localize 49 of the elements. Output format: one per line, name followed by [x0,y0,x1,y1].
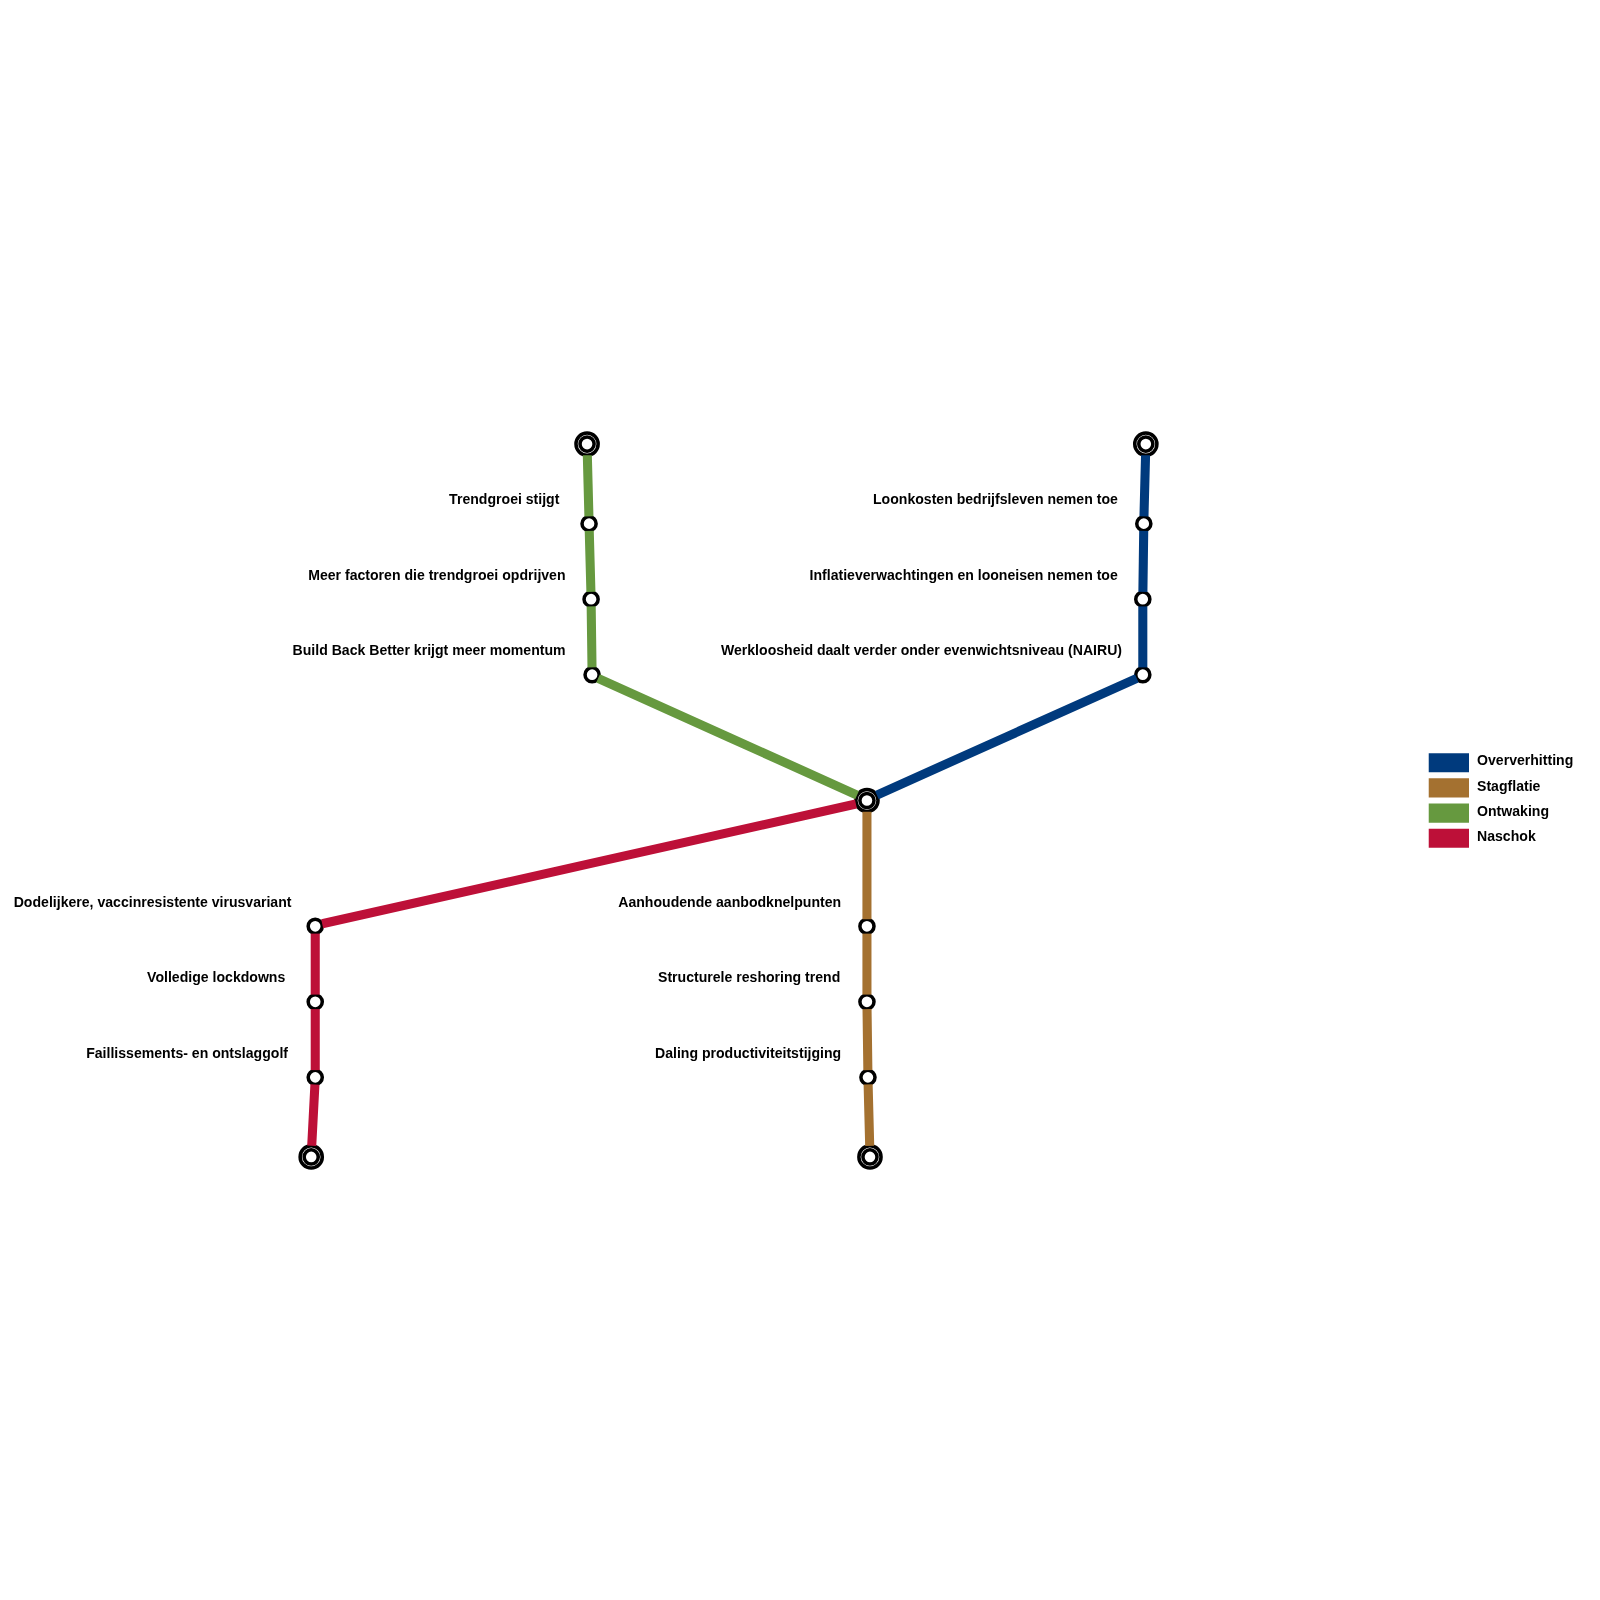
node-label: Inflatieverwachtingen en looneisen nemen toe [809,566,1118,583]
legend-label: Naschok [1476,827,1536,844]
node-circle [858,1068,877,1086]
node-label: Structurele reshoring trend [657,968,840,985]
node-label: Aanhoudende aanbodknelpunten [617,893,841,910]
connector [861,811,871,919]
node-label: Dodelijkere, vaccinresistente virusvariant [13,893,291,910]
legend-label: Stagflatie [1476,777,1540,794]
node-circle [305,917,324,935]
node-label: Werkloosheid daalt verder onder evenwichtsniveau (NAIRU) [720,641,1122,658]
node-circle [581,589,600,608]
node-doublecircle [573,430,600,457]
connector [1137,605,1147,667]
node-circle [857,992,876,1011]
connector [1138,454,1150,516]
node-label: Daling productiviteitstijging [654,1044,841,1061]
legend-label: Ontwaking [1476,802,1549,819]
node-label: Trendgroei stijgt [448,490,559,507]
node-doublecircle [297,1143,324,1170]
connector [874,673,1139,799]
node-circle [1133,589,1152,608]
node-doublecircle [853,787,880,813]
node-circle [1133,665,1152,683]
connector [595,673,859,799]
node-label: Build Back Better krijgt meer momentum [292,641,566,658]
connector [586,605,597,667]
node-circle [305,1068,324,1086]
connector [310,933,320,995]
node-circle [1134,514,1153,532]
node-circle [582,665,601,683]
node-label: Meer factoren die trendgroei opdrijven [307,566,566,583]
node-label: Volledige lockdowns [146,968,285,985]
node-label: Faillissements- en ontslaggolf [85,1044,288,1061]
legend-label: Oververhitting [1476,751,1573,768]
connector [862,1008,872,1070]
connector [306,1083,319,1146]
connector [584,530,595,592]
node-label: Loonkosten bedrijfsleven nemen toe [872,490,1118,507]
connector [320,799,857,928]
connector [310,1008,320,1070]
node-circle [305,992,324,1011]
node-doublecircle [856,1143,883,1170]
connector [861,933,871,995]
node-doublecircle [1132,430,1159,457]
connector [582,454,593,516]
node-circle [857,917,876,935]
node-circle [579,514,598,532]
connector [1137,530,1148,592]
connector [863,1083,874,1146]
